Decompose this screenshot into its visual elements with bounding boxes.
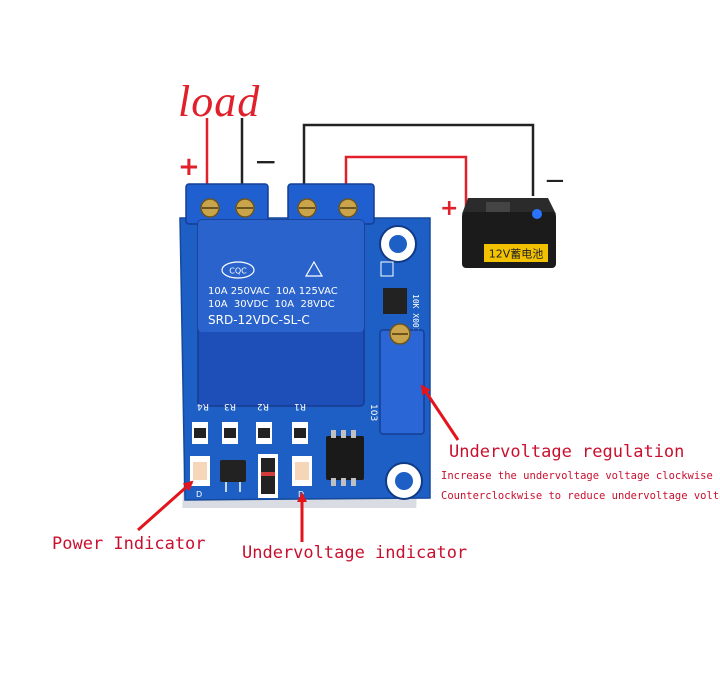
silkscreen-mark [380, 261, 394, 277]
resistor-label: R3 [224, 401, 236, 411]
load-label: load [178, 77, 261, 126]
relay-brand: CQC [229, 267, 247, 276]
resistor-label: R1 [294, 401, 306, 411]
battery-plus-sign: + [440, 196, 459, 221]
undervoltage-led [292, 456, 312, 486]
undervoltage-indicator-label: Undervoltage indicator [242, 543, 468, 563]
diode-small [258, 454, 278, 498]
pin-mark: D [196, 490, 202, 499]
terminal-block-load [185, 183, 269, 225]
resistor-label: R4 [197, 401, 209, 411]
battery-label: 12V蓄电池 [489, 248, 544, 261]
cqc-logo-icon [221, 261, 255, 279]
power-led [190, 456, 210, 486]
battery: 12V蓄电池 [462, 198, 556, 268]
ic-chip [326, 430, 364, 486]
potentiometer[interactable]: 103 [368, 323, 425, 435]
relay-rating-line1: 10A 250VAC 10A 125VAC [208, 286, 338, 297]
battery-minus-sign: − [544, 166, 566, 196]
load-plus-sign: + [178, 152, 200, 182]
pot-code: 10K X001 [411, 294, 420, 333]
relay: CQC 10A 250VAC 10A 125VAC 10A 30VDC 10A … [197, 219, 365, 407]
arrows [137, 384, 460, 542]
resistor-label: R2 [257, 401, 269, 411]
terminal-block-power [287, 183, 375, 225]
relay-rating-line2: 10A 30VDC 10A 28VDC [208, 299, 335, 310]
power-indicator-label: Power Indicator [52, 534, 206, 554]
battery-terminal-icon [532, 209, 542, 219]
undervoltage-counterclockwise-note: Counterclockwise to reduce undervoltage … [441, 490, 720, 502]
transistor [220, 460, 246, 492]
arrow-undervoltage-regulation [420, 384, 460, 441]
certification-triangle-icon [304, 260, 324, 277]
load-minus-sign: − [254, 145, 278, 178]
mounting-hole-bottom [385, 462, 423, 500]
undervoltage-clockwise-note: Increase the undervoltage voltage clockw… [441, 470, 713, 482]
diode [383, 288, 407, 314]
battery-negative-wire [302, 123, 535, 196]
undervoltage-regulation-label: Undervoltage regulation [449, 442, 685, 462]
pot-marking: 103 [368, 404, 378, 421]
resistor-row: R4 R3 R2 R1 [192, 401, 308, 444]
arrow-power-indicator [137, 480, 194, 532]
mounting-hole-top [379, 225, 417, 263]
battery-positive-wire [344, 155, 468, 214]
relay-model: SRD-12VDC-SL-C [208, 313, 310, 327]
